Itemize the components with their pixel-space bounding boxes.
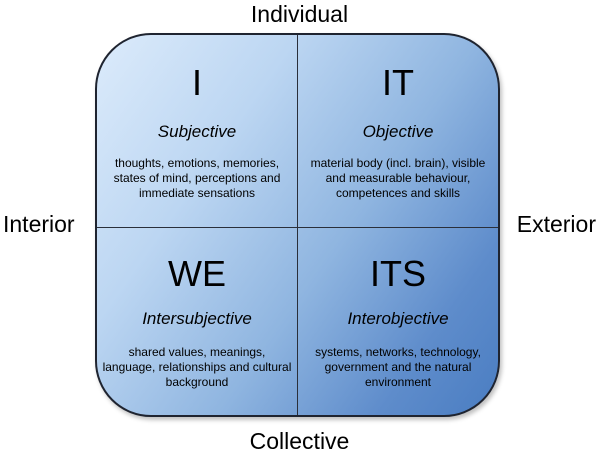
quadrant-letter: ITS	[369, 253, 426, 294]
quadrant-lower-right: ITS Interobjective systems, networks, te…	[298, 228, 498, 415]
axis-label-exterior: Exterior	[516, 211, 596, 237]
quadrant-lower-left: WE Intersubjective shared values, meanin…	[97, 228, 297, 415]
quadrant-letter: IT	[382, 62, 414, 103]
axis-label-individual: Individual	[250, 1, 349, 27]
quadrant-diagram: I Subjective thoughts, emotions, memorie…	[95, 33, 500, 417]
axis-label-interior: Interior	[3, 211, 75, 237]
quadrant-letter: I	[191, 62, 202, 103]
horizontal-divider	[97, 227, 498, 228]
quadrant-title: Intersubjective	[142, 309, 252, 328]
quadrant-upper-left: I Subjective thoughts, emotions, memorie…	[97, 35, 297, 227]
quadrant-title: Subjective	[157, 122, 237, 141]
quadrant-letter: WE	[168, 253, 226, 294]
quadrant-description: shared values, meanings, language, relat…	[102, 345, 292, 389]
axis-label-collective: Collective	[249, 428, 350, 454]
quadrant-upper-right: IT Objective material body (incl. brain)…	[298, 35, 498, 227]
quadrant-title: Objective	[362, 122, 434, 141]
quadrant-title: Interobjective	[347, 309, 449, 328]
quadrant-description: material body (incl. brain), visible and…	[310, 156, 486, 200]
vertical-divider	[297, 35, 298, 415]
quadrant-description: thoughts, emotions, memories, states of …	[113, 156, 281, 200]
quadrant-description: systems, networks, technology, governmen…	[315, 345, 481, 389]
